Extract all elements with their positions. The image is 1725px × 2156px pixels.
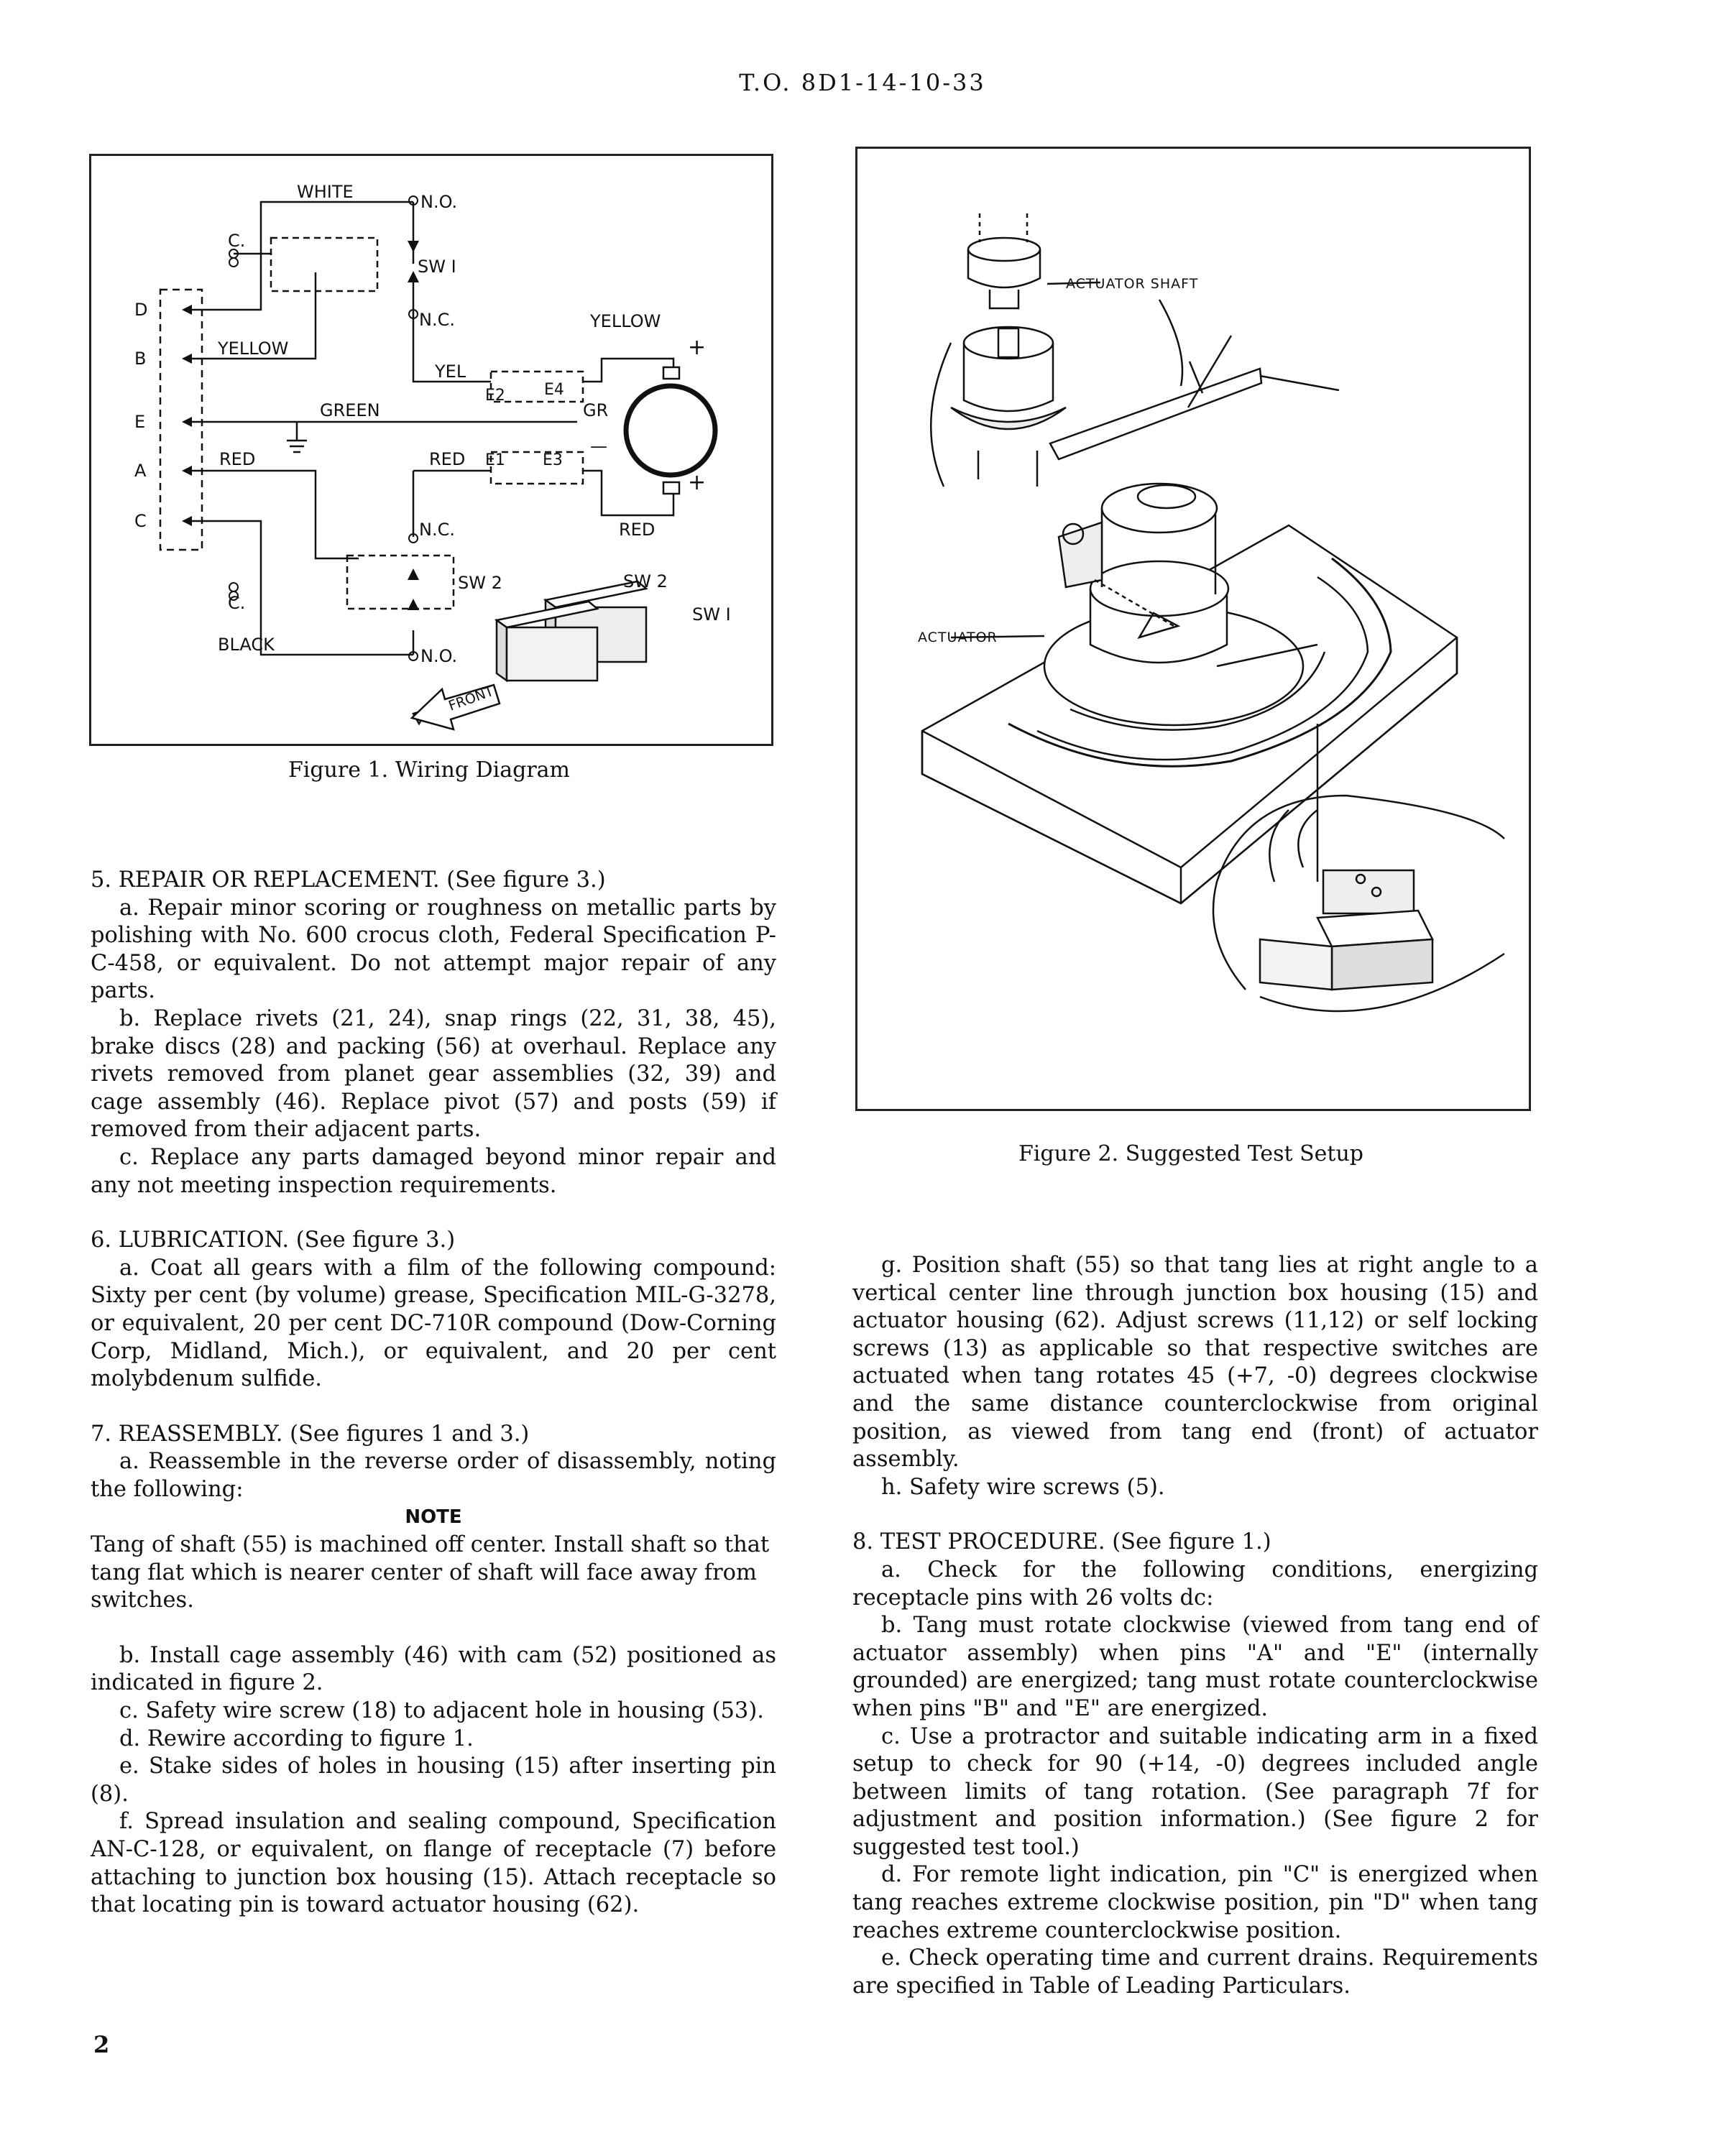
section-5-heading: 5. REPAIR OR REPLACEMENT. (See figure 3.…	[91, 867, 606, 893]
figure-1-wiring-diagram: WHITE N.O. C. SW I N.C. YELLOW + D B E A…	[89, 154, 773, 746]
section-5-item-c: c. Replace any parts damaged beyond mino…	[91, 1144, 776, 1198]
section-7-heading: 7. REASSEMBLY. (See figures 1 and 3.)	[91, 1421, 530, 1447]
label-no-top: N.O.	[420, 192, 457, 212]
label-minus: —	[590, 436, 607, 456]
label-pin-d: D	[134, 300, 147, 320]
label-e2: E2	[485, 387, 505, 405]
figure-1-caption: Figure 1. Wiring Diagram	[288, 757, 571, 783]
section-7-item-h: h. Safety wire screws (5).	[881, 1474, 1165, 1500]
label-plus-top: +	[688, 335, 706, 360]
section-5-item-b: b. Replace rivets (21, 24), snap rings (…	[91, 1005, 776, 1143]
section-6-heading: 6. LUBRICATION. (See figure 3.)	[91, 1227, 456, 1253]
label-gr: GR	[583, 400, 608, 420]
section-8-item-b: b. Tang must rotate clockwise (viewed fr…	[852, 1613, 1538, 1721]
section-7-item-b: b. Install cage assembly (46) with cam (…	[91, 1642, 776, 1696]
label-actuator-shaft: ACTUATOR SHAFT	[1066, 276, 1198, 292]
label-c-top: C.	[228, 231, 245, 251]
section-7-item-a: a. Reassemble in the reverse order of di…	[91, 1449, 776, 1502]
label-e3: E3	[543, 451, 563, 469]
left-text-column: 5. REPAIR OR REPLACEMENT. (See figure 3.…	[91, 867, 776, 1920]
label-yellow-left: YELLOW	[217, 338, 288, 359]
note-title: NOTE	[405, 1506, 462, 1529]
section-6-item-a: a. Coat all gears with a film of the fol…	[91, 1255, 776, 1392]
note-body: Tang of shaft (55) is machined off cente…	[91, 1532, 770, 1613]
label-plus-bottom: +	[688, 470, 706, 495]
label-red-left: RED	[219, 449, 255, 469]
label-green: GREEN	[320, 400, 380, 420]
label-sw1: SW I	[418, 257, 456, 277]
page-header-to-number: T.O. 8D1-14-10-33	[739, 69, 986, 96]
test-setup-drawing	[921, 213, 1505, 1013]
label-yellow-right: YELLOW	[589, 311, 661, 331]
label-white: WHITE	[297, 182, 354, 202]
label-no-bottom: N.O.	[420, 646, 457, 666]
section-8-item-c: c. Use a protractor and suitable indicat…	[852, 1723, 1538, 1860]
label-pin-c: C	[134, 511, 147, 531]
label-actuator: ACTUATOR	[918, 630, 998, 645]
label-red-mid: RED	[429, 449, 465, 469]
label-nc-top: N.C.	[419, 310, 455, 330]
label-e4: E4	[544, 381, 564, 399]
section-8-item-e: e. Check operating time and current drai…	[852, 1945, 1538, 1999]
label-black: BLACK	[218, 635, 275, 655]
section-8-item-d: d. For remote light indication, pin "C" …	[852, 1862, 1538, 1943]
section-5-item-a: a. Repair minor scoring or roughness on …	[91, 895, 776, 1004]
section-7-item-c: c. Safety wire screw (18) to adjacent ho…	[119, 1698, 764, 1724]
label-pin-b: B	[134, 349, 146, 369]
section-7-item-g: g. Position shaft (55) so that tang lies…	[852, 1253, 1538, 1473]
label-pin-e: E	[134, 412, 145, 432]
switch-blocks-iso	[410, 580, 648, 731]
label-c-bottom: C.	[228, 593, 245, 613]
diagram-wires	[159, 201, 718, 656]
wiring-diagram-svg: WHITE N.O. C. SW I N.C. YELLOW + D B E A…	[134, 182, 731, 731]
section-7-item-d: d. Rewire according to figure 1.	[119, 1726, 474, 1751]
figure-2-caption: Figure 2. Suggested Test Setup	[1018, 1141, 1363, 1166]
test-setup-svg: ACTUATOR SHAFT ACTUATOR	[918, 213, 1505, 1013]
right-text-column: g. Position shaft (55) so that tang lies…	[852, 1252, 1538, 2000]
section-7-item-f: f. Spread insulation and sealing compoun…	[91, 1809, 776, 1918]
label-e1: E1	[485, 451, 505, 469]
page-number: 2	[93, 2031, 110, 2058]
label-nc-bottom: N.C.	[419, 520, 455, 540]
figure-2-test-setup: ACTUATOR SHAFT ACTUATOR	[855, 147, 1531, 1111]
label-sw2-iso: SW 2	[623, 571, 668, 591]
label-sw2: SW 2	[458, 573, 502, 593]
connector-arrows	[182, 241, 419, 610]
section-8-heading: 8. TEST PROCEDURE. (See figure 1.)	[852, 1529, 1271, 1555]
section-8-item-a: a. Check for the following conditions, e…	[852, 1557, 1538, 1611]
label-pin-a: A	[134, 461, 147, 481]
label-red-right: RED	[619, 520, 655, 540]
label-sw1-iso: SW I	[692, 604, 731, 625]
section-7-item-e: e. Stake sides of holes in housing (15) …	[91, 1754, 776, 1807]
label-yel: YEL	[434, 361, 466, 382]
contact-circles	[229, 195, 418, 661]
